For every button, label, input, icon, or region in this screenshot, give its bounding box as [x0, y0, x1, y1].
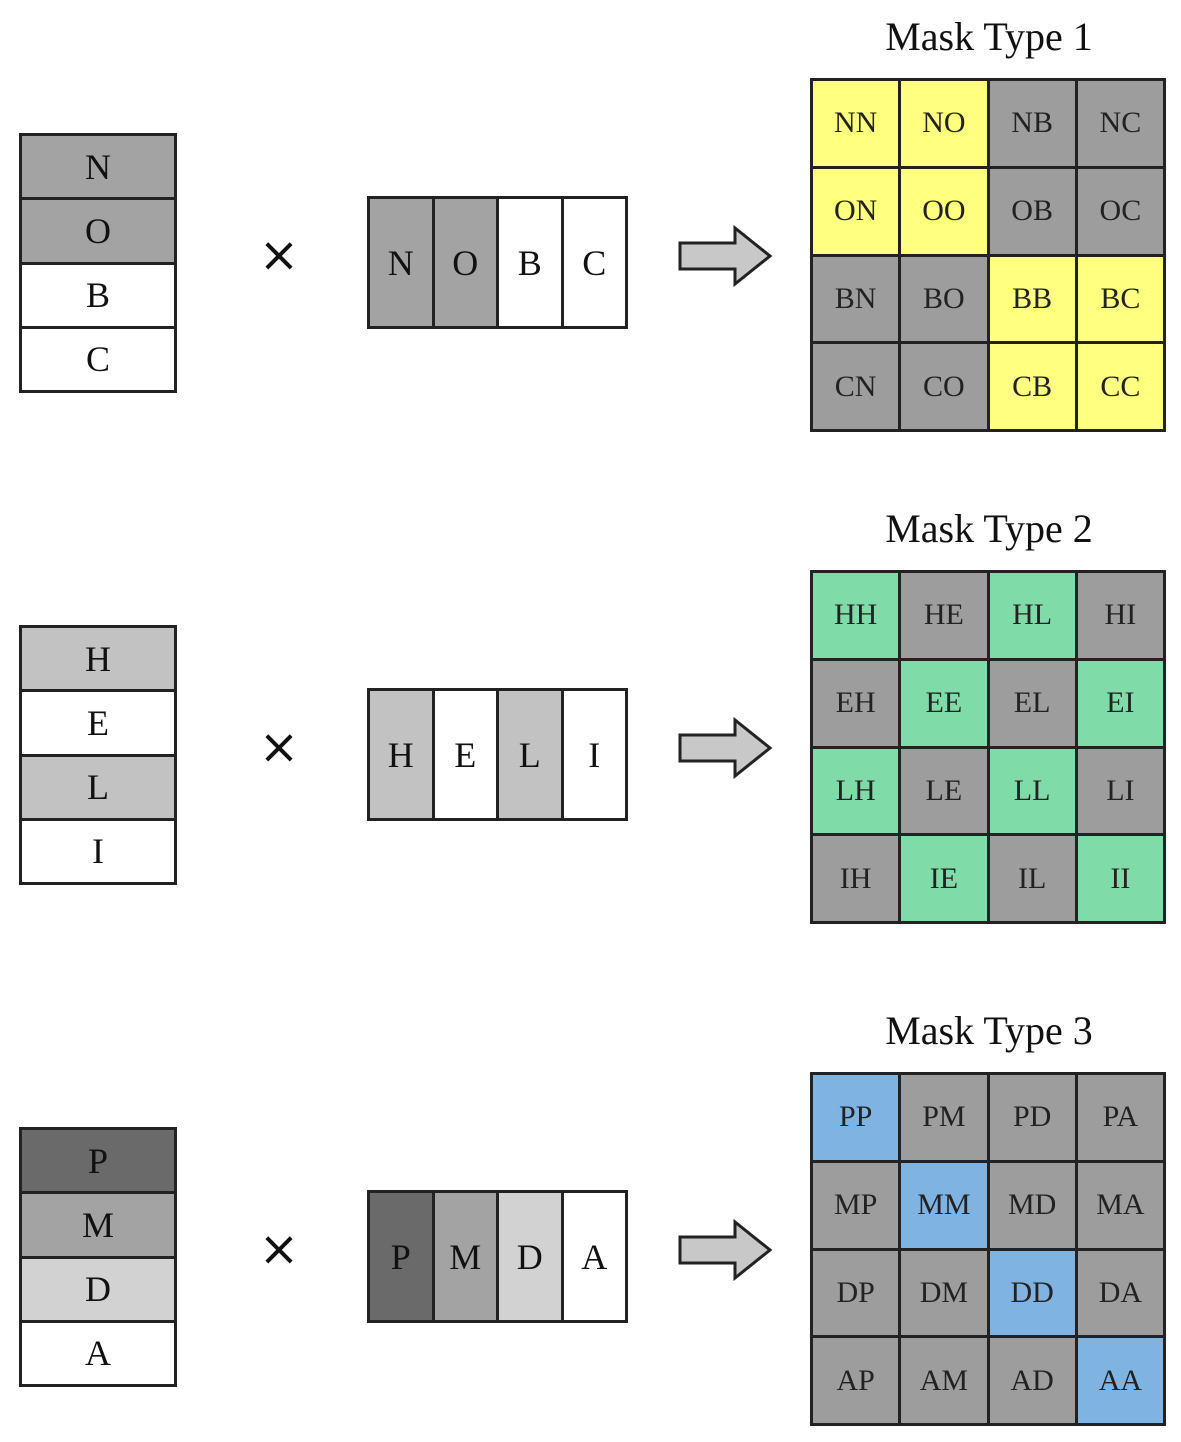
mask-cell: NC [1077, 81, 1163, 166]
mask-cell: PA [1077, 1075, 1163, 1160]
mask-cell: EE [901, 660, 987, 746]
mask-cell: OC [1077, 168, 1163, 254]
column-token: I [22, 820, 174, 882]
row-token: N [370, 199, 435, 326]
mask-cell: LE [901, 748, 987, 834]
row-token: E [434, 691, 499, 818]
multiply-symbol: × [258, 719, 300, 775]
column-token: B [22, 264, 174, 329]
multiply-symbol: × [258, 1221, 300, 1277]
mask-cell: CN [813, 344, 899, 429]
row-token: O [434, 199, 499, 326]
mask-cell: OB [989, 168, 1075, 254]
mask-cell: AA [1077, 1338, 1163, 1423]
column-token: N [22, 136, 174, 201]
mask-cell: IH [813, 836, 899, 921]
mask-cell: CC [1077, 344, 1163, 429]
mask-cell: CO [901, 344, 987, 429]
column-token: L [22, 756, 174, 821]
column-vector: H E L I [19, 625, 177, 885]
mask-cell: EL [989, 660, 1075, 746]
mask-cell: IL [989, 836, 1075, 921]
column-token: P [22, 1130, 174, 1195]
column-token: C [22, 328, 174, 390]
mask-cell: ON [813, 168, 899, 254]
row-token: I [563, 691, 625, 818]
mask-cell: MP [813, 1162, 899, 1248]
mask-cell: OO [901, 168, 987, 254]
row-token: P [370, 1193, 435, 1320]
mask-cell: NB [989, 81, 1075, 166]
mask-cell: DA [1077, 1250, 1163, 1336]
mask-cell: DP [813, 1250, 899, 1336]
row-token: H [370, 691, 435, 818]
column-token: E [22, 692, 174, 757]
mask-cell: EH [813, 660, 899, 746]
row-vector: H E L I [367, 688, 628, 821]
mask-cell: LL [989, 748, 1075, 834]
row-token: M [434, 1193, 499, 1320]
column-vector: N O B C [19, 133, 177, 393]
mask-cell: BO [901, 256, 987, 342]
mask-cell: BN [813, 256, 899, 342]
mask-cell: CB [989, 344, 1075, 429]
row-token: A [563, 1193, 625, 1320]
column-token: H [22, 628, 174, 693]
mask-cell: DD [989, 1250, 1075, 1336]
row-vector: P M D A [367, 1190, 628, 1323]
mask-cell: IE [901, 836, 987, 921]
mask-cell: PM [901, 1075, 987, 1160]
mask-cell: HL [989, 573, 1075, 658]
mask-cell: NO [901, 81, 987, 166]
mask-cell: PP [813, 1075, 899, 1160]
mask-title: Mask Type 1 [885, 14, 1093, 59]
mask-cell: LH [813, 748, 899, 834]
multiply-symbol: × [258, 227, 300, 283]
mask-cell: HI [1077, 573, 1163, 658]
column-token: O [22, 200, 174, 265]
row-token: B [499, 199, 564, 326]
mask-cell: AD [989, 1338, 1075, 1423]
mask-title: Mask Type 3 [885, 1008, 1093, 1053]
row-token: L [499, 691, 564, 818]
mask-cell: BC [1077, 256, 1163, 342]
column-token: M [22, 1194, 174, 1259]
mask-cell: PD [989, 1075, 1075, 1160]
row-vector: N O B C [367, 196, 628, 329]
right-arrow-icon [678, 1219, 773, 1281]
mask-cell: MA [1077, 1162, 1163, 1248]
mask-title: Mask Type 2 [885, 506, 1093, 551]
mask-cell: EI [1077, 660, 1163, 746]
right-arrow-icon [678, 225, 773, 287]
mask-cell: II [1077, 836, 1163, 921]
mask-cell: AP [813, 1338, 899, 1423]
mask-cell: DM [901, 1250, 987, 1336]
row-token: C [563, 199, 625, 326]
mask-cell: AM [901, 1338, 987, 1423]
mask-cell: MD [989, 1162, 1075, 1248]
column-vector: P M D A [19, 1127, 177, 1387]
column-token: D [22, 1258, 174, 1323]
mask-cell: NN [813, 81, 899, 166]
right-arrow-icon [678, 717, 773, 779]
column-token: A [22, 1322, 174, 1384]
mask-cell: HH [813, 573, 899, 658]
mask-cell: HE [901, 573, 987, 658]
mask-cell: MM [901, 1162, 987, 1248]
mask-cell: BB [989, 256, 1075, 342]
row-token: D [499, 1193, 564, 1320]
mask-cell: LI [1077, 748, 1163, 834]
